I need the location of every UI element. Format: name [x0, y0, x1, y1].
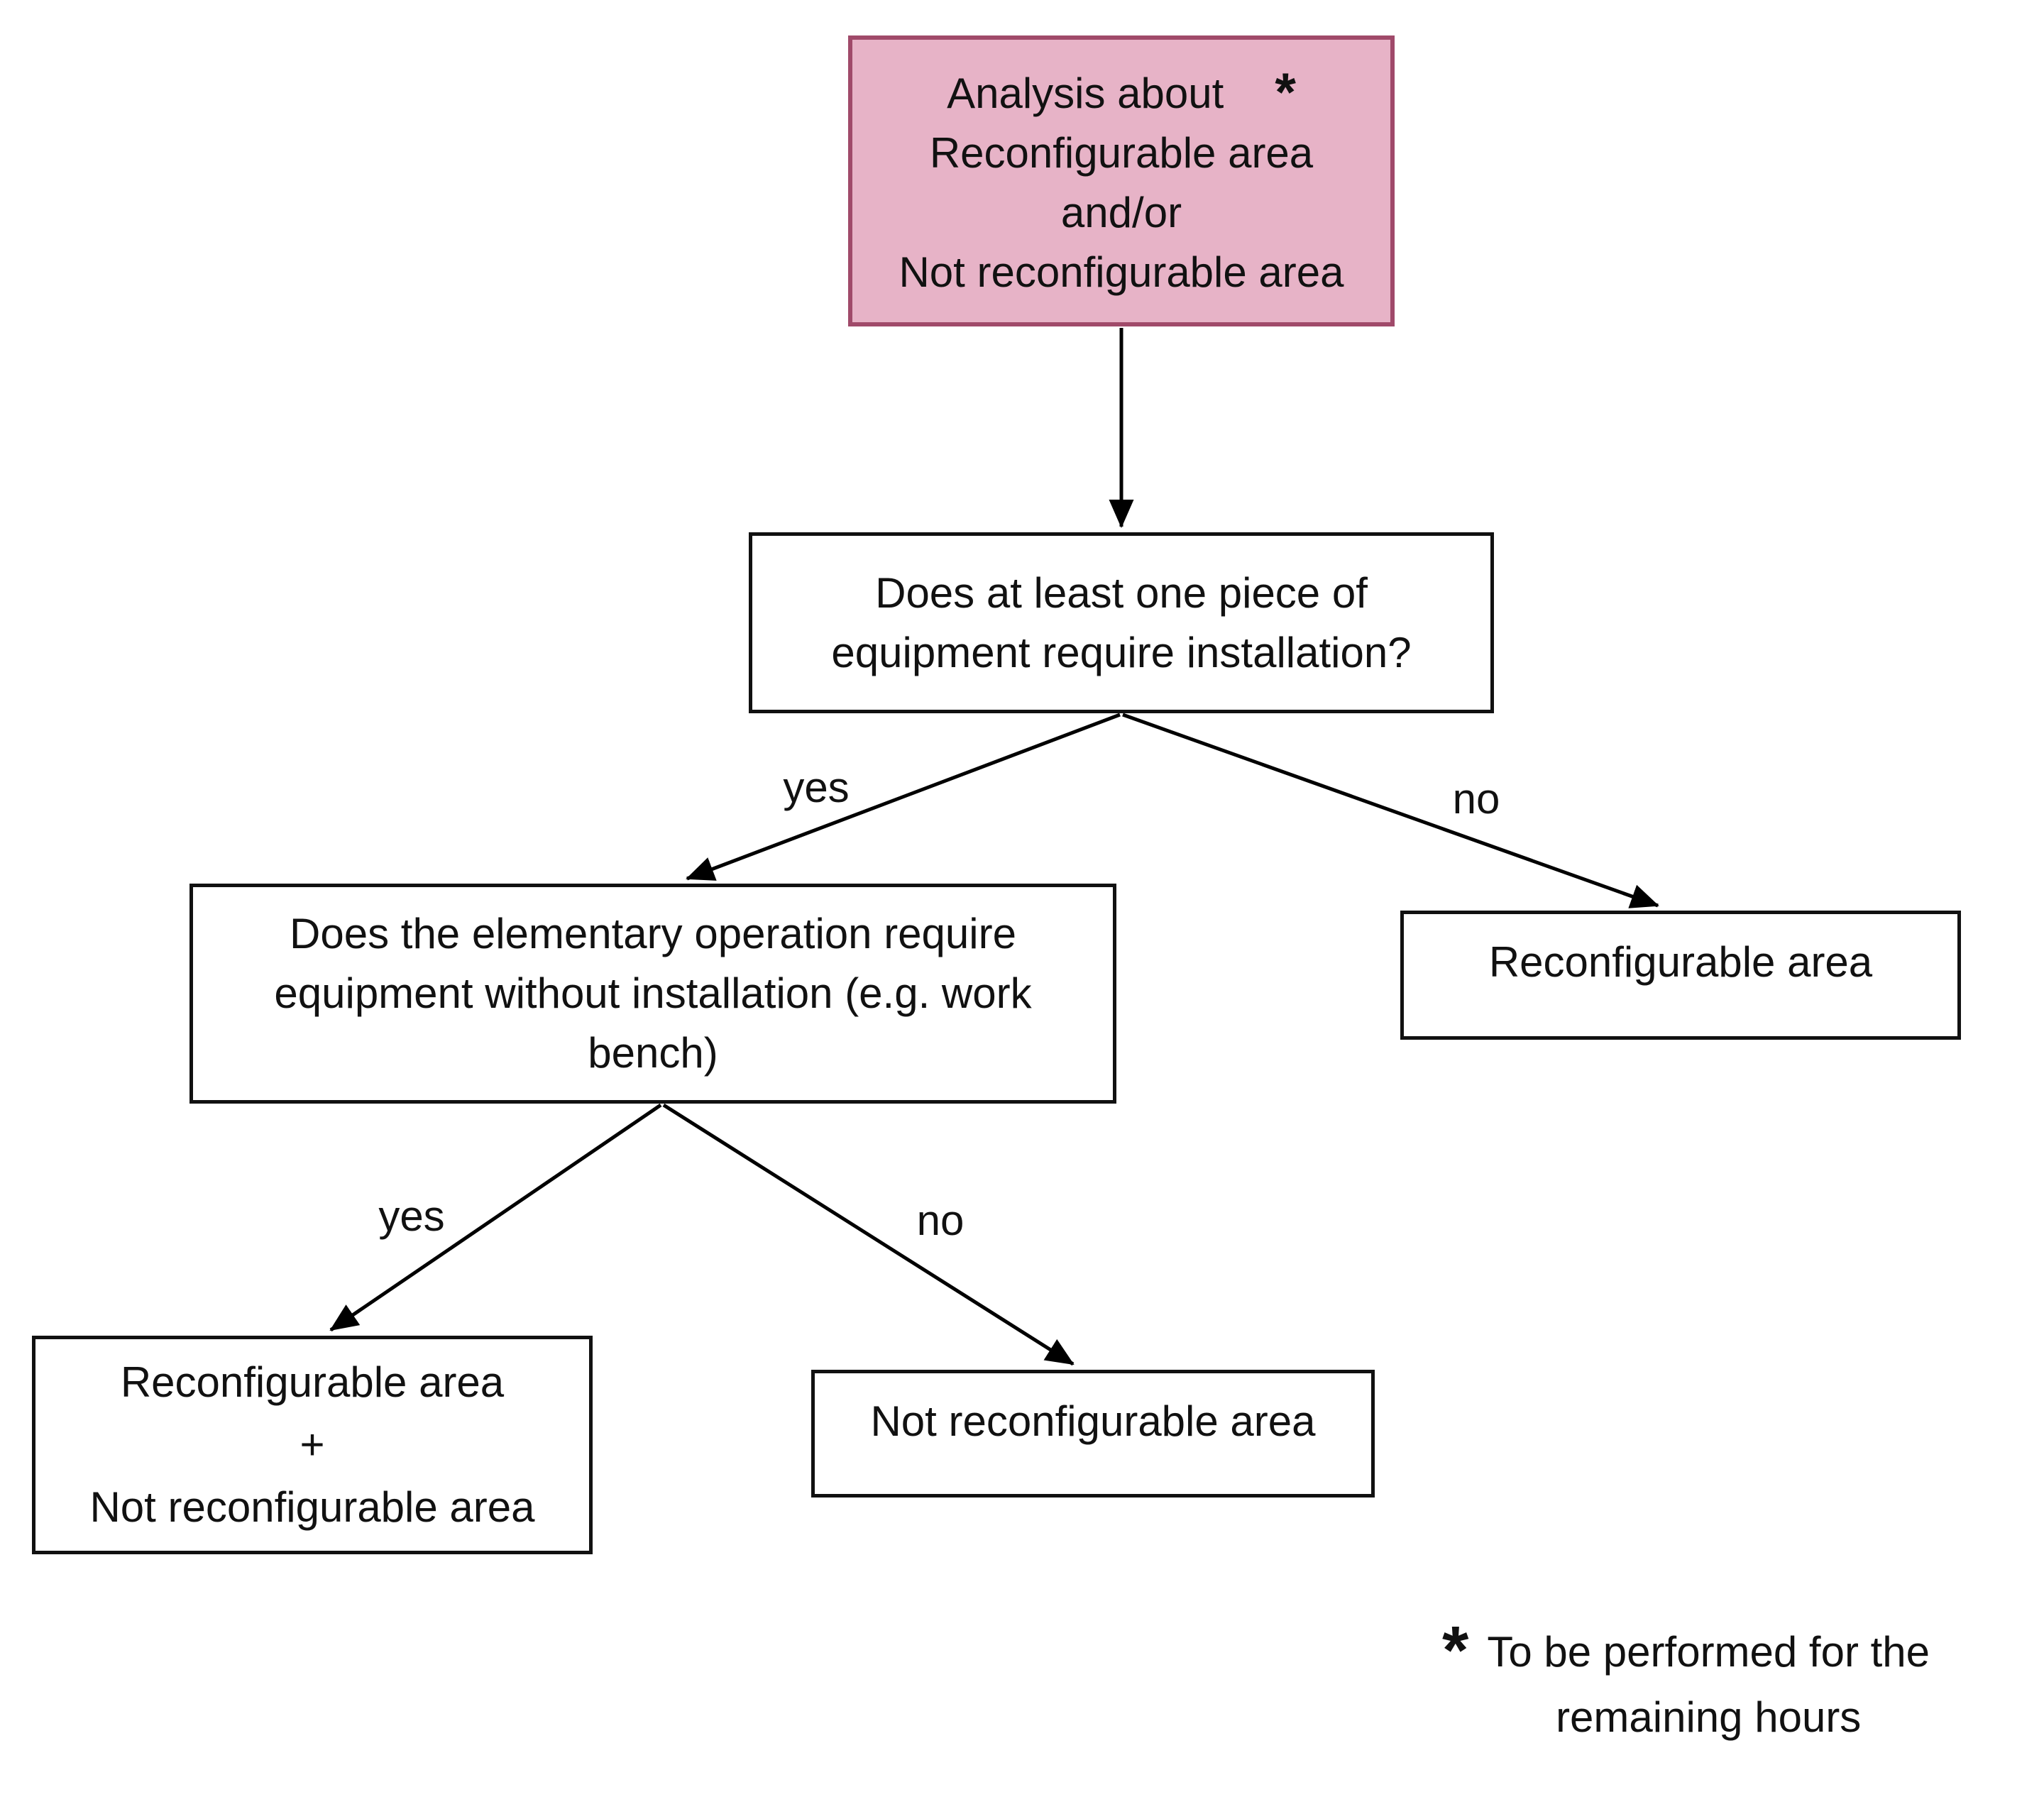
- start-line-4: Not reconfigurable area: [899, 248, 1344, 296]
- question-no-install-line-3: bench): [588, 1029, 718, 1077]
- edge-label-q1-yes: yes: [783, 764, 850, 811]
- edge-label-q1-no: no: [1452, 775, 1500, 823]
- edge-label-q2-yes: yes: [378, 1192, 445, 1240]
- arrow-q-no-install-no-to-outcome-not-reconfigurable: [662, 1103, 1075, 1366]
- outcome-both-line-2: +: [300, 1421, 325, 1468]
- outcome-reconfigurable-label: Reconfigurable area: [1488, 938, 1873, 986]
- footnote-text: To be performed for the remaining hours: [1487, 1620, 1930, 1750]
- node-outcome-reconfigurable-area: Reconfigurable area: [1400, 911, 1961, 1040]
- start-line-1-text: Analysis about: [947, 69, 1224, 117]
- start-line-2: Reconfigurable area: [929, 128, 1314, 177]
- start-line-1: Analysis about *: [947, 60, 1296, 123]
- question-installation-line-2: equipment require installation?: [831, 628, 1412, 676]
- node-start-analysis: Analysis about * Reconfigurable area and/…: [848, 35, 1395, 326]
- node-question-installation: Does at least one piece of equipment req…: [749, 532, 1494, 713]
- outcome-both-line-1: Reconfigurable area: [120, 1358, 505, 1406]
- arrow-q-installation-yes-to-q-no-install-equipment: [686, 713, 1121, 881]
- node-outcome-both-areas: Reconfigurable area + Not reconfigurable…: [32, 1336, 593, 1554]
- node-question-no-install-equipment: Does the elementary operation require eq…: [189, 884, 1116, 1104]
- question-no-install-line-2: equipment without installation (e.g. wor…: [274, 969, 1032, 1017]
- question-installation-line-1: Does at least one piece of: [875, 568, 1368, 617]
- edge-label-q2-no: no: [916, 1197, 965, 1244]
- arrow-q-no-install-yes-to-outcome-both: [329, 1103, 662, 1332]
- outcome-not-reconfigurable-label: Not reconfigurable area: [870, 1397, 1316, 1445]
- node-outcome-not-reconfigurable-area: Not reconfigurable area: [811, 1370, 1375, 1498]
- asterisk-marker: *: [1275, 62, 1296, 123]
- footnote-asterisk-marker: *: [1442, 1612, 1469, 1688]
- question-no-install-line-1: Does the elementary operation require: [290, 910, 1016, 957]
- outcome-both-line-3: Not reconfigurable area: [89, 1483, 535, 1531]
- start-line-3: and/or: [1060, 188, 1182, 236]
- footnote: * To be performed for the remaining hour…: [1442, 1612, 1930, 1750]
- arrow-q-installation-no-to-outcome-reconfigurable: [1122, 713, 1659, 908]
- footnote-line-2: remaining hours: [1556, 1693, 1862, 1741]
- footnote-line-1: To be performed for the: [1487, 1628, 1930, 1676]
